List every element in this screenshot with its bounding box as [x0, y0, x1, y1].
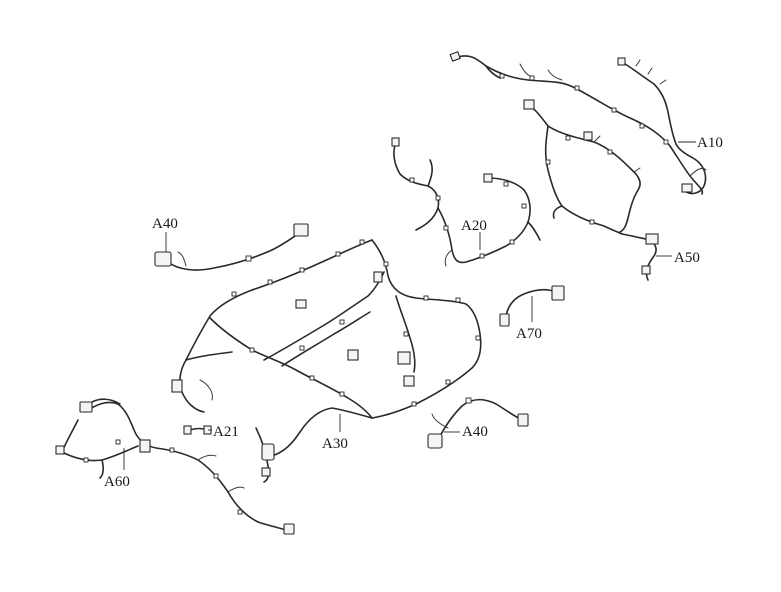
harness-a70: A70 — [499, 285, 565, 342]
harness-a40-top: A40 — [152, 216, 309, 271]
callout-a21: A21 — [213, 424, 239, 440]
callout-a60: A60 — [104, 474, 130, 490]
callout-a70: A70 — [516, 326, 542, 342]
callout-a30: A30 — [322, 436, 348, 452]
callout-a40-bottom: A40 — [462, 424, 488, 440]
harness-a30: A30 — [171, 239, 482, 483]
callout-a10: A10 — [697, 135, 723, 151]
harness-a10: A10 — [449, 51, 723, 195]
harness-a60: A60 — [55, 398, 295, 535]
harness-a40-bottom: A40 — [427, 397, 529, 449]
harness-a21: A21 — [183, 424, 239, 440]
harness-a20: A20 — [391, 137, 541, 267]
callout-a20: A20 — [461, 218, 487, 234]
callout-a40-top: A40 — [152, 216, 178, 232]
harness-a50: A50 — [523, 99, 700, 281]
callout-a50: A50 — [674, 250, 700, 266]
